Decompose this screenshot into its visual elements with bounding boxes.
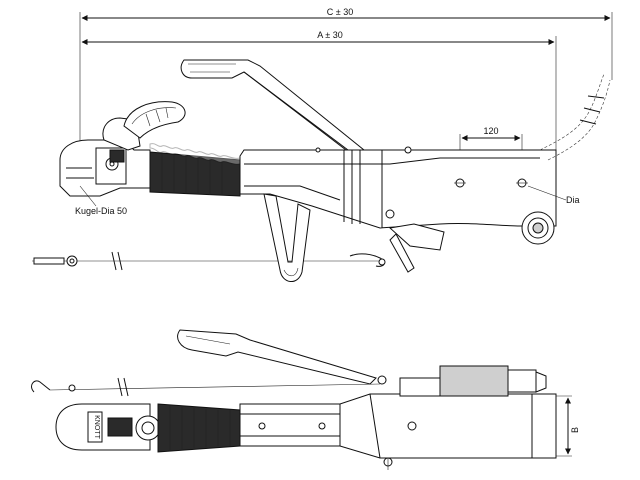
cable-conduit-top [539,73,611,161]
coupling-stamp: KNOTT [93,415,100,439]
bottom-view: KNOTT [31,329,557,470]
kugel-callout-label: Kugel-Dia 50 [75,206,127,216]
ball-coupling-head-bottom: KNOTT [55,403,161,451]
dimension-hole-spacing-label: 120 [483,126,498,136]
top-view: Kugel-Dia 50 [32,59,611,282]
ball-coupling-head-top [59,101,186,197]
bellows-bottom [157,403,241,453]
support-leg-top [263,193,311,282]
handbrake-lever-top [180,59,366,151]
dimension-c-label: C ± 30 [327,7,353,17]
damper-cylinder-bottom [399,365,547,397]
bellows-top [149,143,241,197]
dimension-b-label: B [570,427,580,433]
handbrake-lever-bottom [177,329,387,385]
coupling-housing-bottom [239,393,557,470]
breakaway-cable-top [32,251,386,271]
dia-callout-leader [527,185,567,201]
dia-callout-label: Dia [566,195,580,205]
breakaway-cable-bottom [31,377,381,397]
dimension-a-label: A ± 30 [317,30,342,40]
kugel-callout-leader [79,185,97,207]
coupling-housing-top [239,146,557,273]
